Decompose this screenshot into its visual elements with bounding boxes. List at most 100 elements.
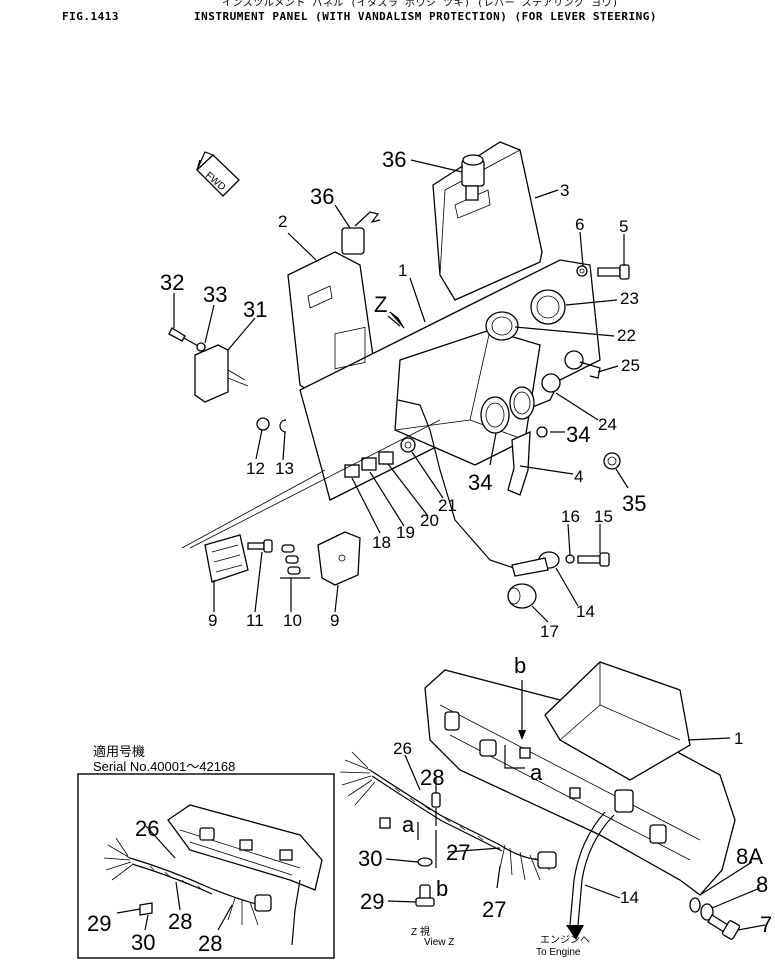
to-engine-jp: エンジンへ [540, 935, 590, 946]
bracket-31 [194, 344, 249, 403]
bolt-29 [415, 884, 435, 907]
inset-callout-28b: 28 [198, 931, 222, 956]
callout-9b: 9 [330, 611, 339, 630]
callout-27a: 27 [446, 840, 470, 865]
clip-28 [431, 792, 441, 826]
callout-14-view-z: 14 [620, 888, 639, 907]
lower-leaders [385, 737, 766, 931]
gauge-22 [485, 311, 519, 341]
callout-28: 28 [420, 765, 444, 790]
washer-8a [689, 897, 701, 913]
bolt-15 [577, 552, 610, 567]
callout-23: 23 [620, 289, 639, 308]
callout-10: 10 [283, 611, 302, 630]
callout-12: 12 [246, 459, 265, 478]
washer-30 [417, 857, 433, 867]
fwd-arrow: FWD [196, 151, 240, 197]
sensor-17 [507, 583, 537, 609]
bracket-4 [507, 426, 548, 496]
washer-16 [565, 554, 575, 564]
view-z-en: View Z [424, 937, 454, 948]
leader-lines [181, 419, 441, 549]
panel-body-1 [299, 259, 601, 501]
gauge-23 [530, 289, 566, 325]
callout-34a: 34 [566, 422, 590, 447]
callout-35: 35 [622, 491, 646, 516]
callout-36b: 36 [310, 184, 334, 209]
marker-b-top: b [514, 653, 526, 740]
cable-hose [397, 399, 521, 571]
view-z-marker: Z [374, 292, 405, 329]
button-24 [541, 373, 561, 393]
plate-14 [511, 551, 560, 577]
fuses-10 [280, 544, 310, 579]
callout-26: 26 [393, 739, 412, 758]
callout-13: 13 [275, 459, 294, 478]
callout-7: 7 [760, 912, 772, 937]
svg-text:b: b [436, 876, 448, 901]
view-z-jp: Z 視 [411, 925, 430, 938]
callout-5: 5 [619, 217, 628, 236]
cover-9-right [317, 531, 361, 586]
washer-33 [196, 342, 206, 352]
callout-15: 15 [594, 507, 613, 526]
callout-1-view-z: 1 [734, 729, 743, 748]
bolt-11 [247, 539, 273, 553]
inset-callout-28a: 28 [168, 909, 192, 934]
inset-callout-30: 30 [131, 930, 155, 955]
cover-3 [432, 141, 543, 301]
callout-33: 33 [203, 282, 227, 307]
callout-21: 21 [438, 496, 457, 515]
callout-20: 20 [420, 511, 439, 530]
callout-31: 31 [243, 297, 267, 322]
callout-14: 14 [576, 602, 595, 621]
callout-16: 16 [561, 507, 580, 526]
hose-14 [569, 811, 606, 926]
figure-title: INSTRUMENT PANEL (WITH VANDALISM PROTECT… [194, 10, 657, 23]
callout-4: 4 [574, 467, 583, 486]
nut-12 [256, 417, 270, 431]
callout-36a: 36 [382, 147, 406, 172]
callout-11: 11 [246, 611, 264, 630]
callout-22: 22 [617, 326, 636, 345]
inset-title-jp: 適用号機 [93, 744, 145, 759]
japanese-title: インスツルメント パネル (イタズラ ボウシ ツキ) (レバー ステアリング ヨ… [222, 0, 619, 9]
callout-6: 6 [575, 215, 584, 234]
marker-a-left: a [402, 812, 419, 840]
marker-b-bottom: b [435, 830, 448, 901]
callout-2: 2 [278, 212, 287, 231]
upper-leaders [173, 159, 629, 623]
callout-29: 29 [360, 889, 384, 914]
inset-callout-26: 26 [135, 816, 159, 841]
lock-36-right [461, 154, 485, 201]
svg-text:a: a [530, 760, 543, 785]
callout-34b: 34 [468, 470, 492, 495]
callout-8: 8 [756, 872, 768, 897]
callout-27b: 27 [482, 897, 506, 922]
to-engine-arrow [566, 925, 584, 940]
inset-callout-29: 29 [87, 911, 111, 936]
callout-1: 1 [398, 261, 407, 280]
washer-13 [279, 419, 287, 433]
callout-30: 30 [358, 846, 382, 871]
callout-8a: 8A [736, 844, 763, 869]
washer-8 [700, 903, 714, 921]
inset-serial: Serial No.40001～42168 [93, 759, 235, 774]
callout-25: 25 [621, 356, 640, 375]
callout-18: 18 [372, 533, 391, 552]
lock-36-left [341, 211, 381, 255]
connector-9-left [204, 534, 249, 583]
to-engine-en: To Engine [536, 947, 581, 958]
callout-24: 24 [598, 415, 617, 434]
view-z-letter: Z [374, 292, 387, 317]
callout-32: 32 [160, 270, 184, 295]
bolt-7 [707, 914, 741, 940]
bolt-5 [597, 264, 630, 280]
svg-text:a: a [402, 812, 415, 837]
inset-frame [77, 773, 335, 959]
washer-6 [576, 265, 588, 277]
key-switch-25 [564, 350, 601, 379]
marker-a-top: a [504, 745, 543, 785]
view-z-panel [424, 661, 736, 896]
